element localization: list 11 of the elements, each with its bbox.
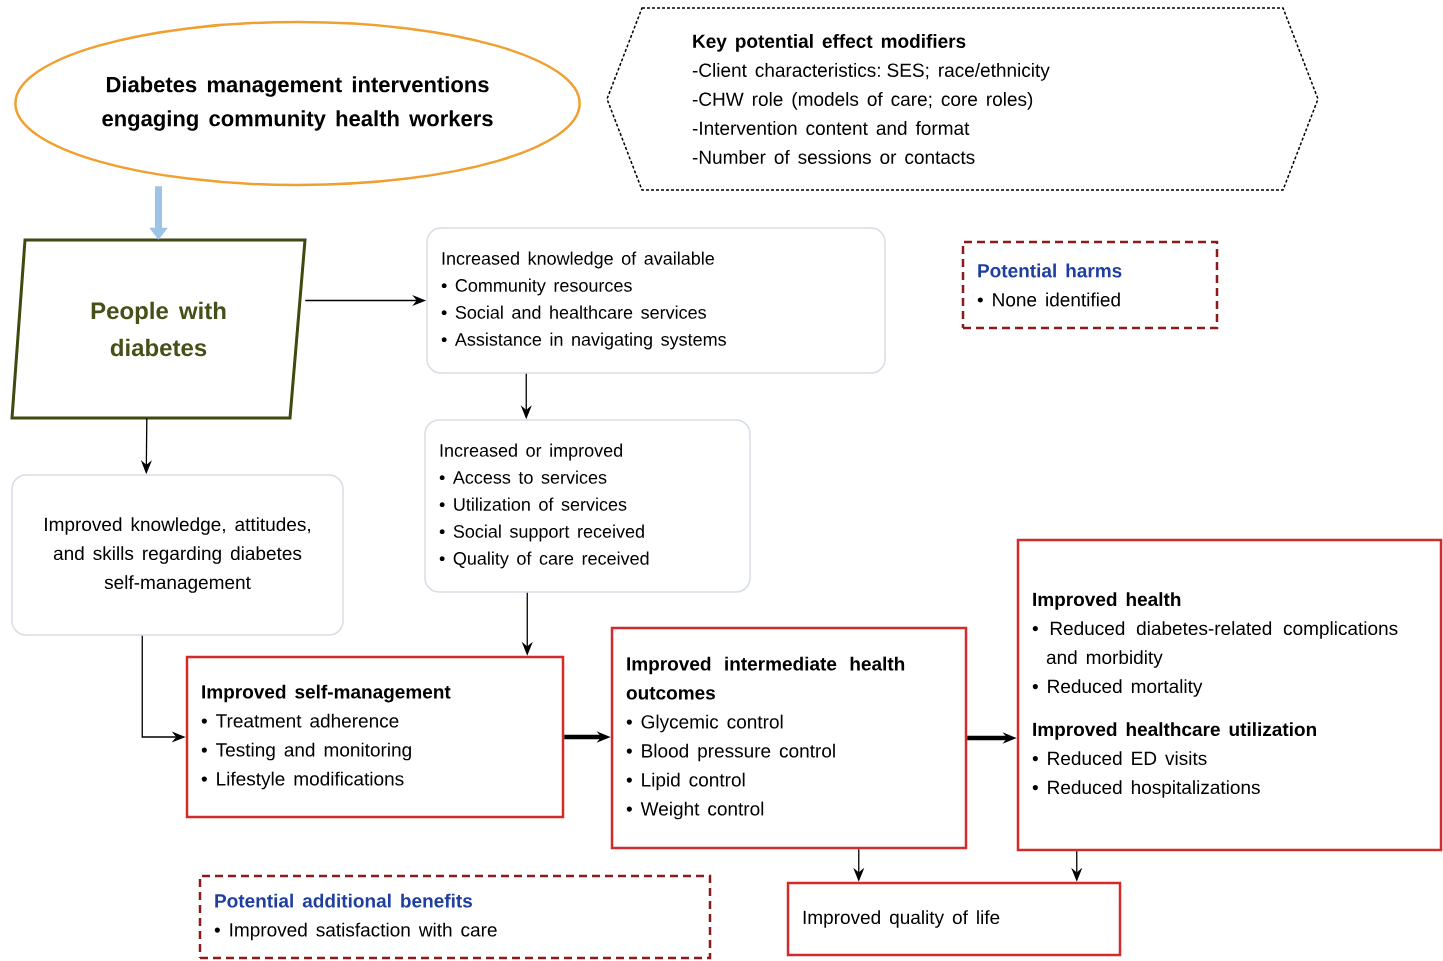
outcome-box: Improved self-management • Treatment adherence • Testing and monitoring • Lifestyle modifications bbox=[185, 655, 565, 819]
modifiers-hexagon: Key potential effect modifiers -Client characteristics: SES; race/ethnicity -CHW role (models of care; core roles) -Intervention content and format -Number of sessions or contacts bbox=[606, 7, 1319, 191]
harms-box: Potential harms • None identified bbox=[961, 240, 1219, 330]
outcome-box: Increased knowledge of available • Community resources • Social and healthcare services • Assistance in navigating systems bbox=[426, 227, 886, 374]
population-parallelogram: People with diabetes bbox=[10, 238, 307, 420]
benefits-box: Potential additional benefits • Improved satisfaction with care bbox=[198, 874, 712, 960]
outcome-box: Improved health • Reduced diabetes-related complications and morbidity • Reduced mortality Improved healthcare utilization • Reduced ED visits • Reduced hospitalizations bbox=[1016, 538, 1443, 852]
outcome-box: Improved intermediate health outcomes • Glycemic control • Blood pressure control • Lipid control • Weight control bbox=[610, 626, 968, 850]
outcome-box: Improved knowledge, attitudes, and skills regarding diabetes self-management bbox=[11, 474, 344, 636]
outcome-box: Improved quality of life bbox=[786, 881, 1122, 957]
outcome-box: Increased or improved • Access to services • Utilization of services • Social support received • Quality of care received bbox=[424, 419, 751, 593]
